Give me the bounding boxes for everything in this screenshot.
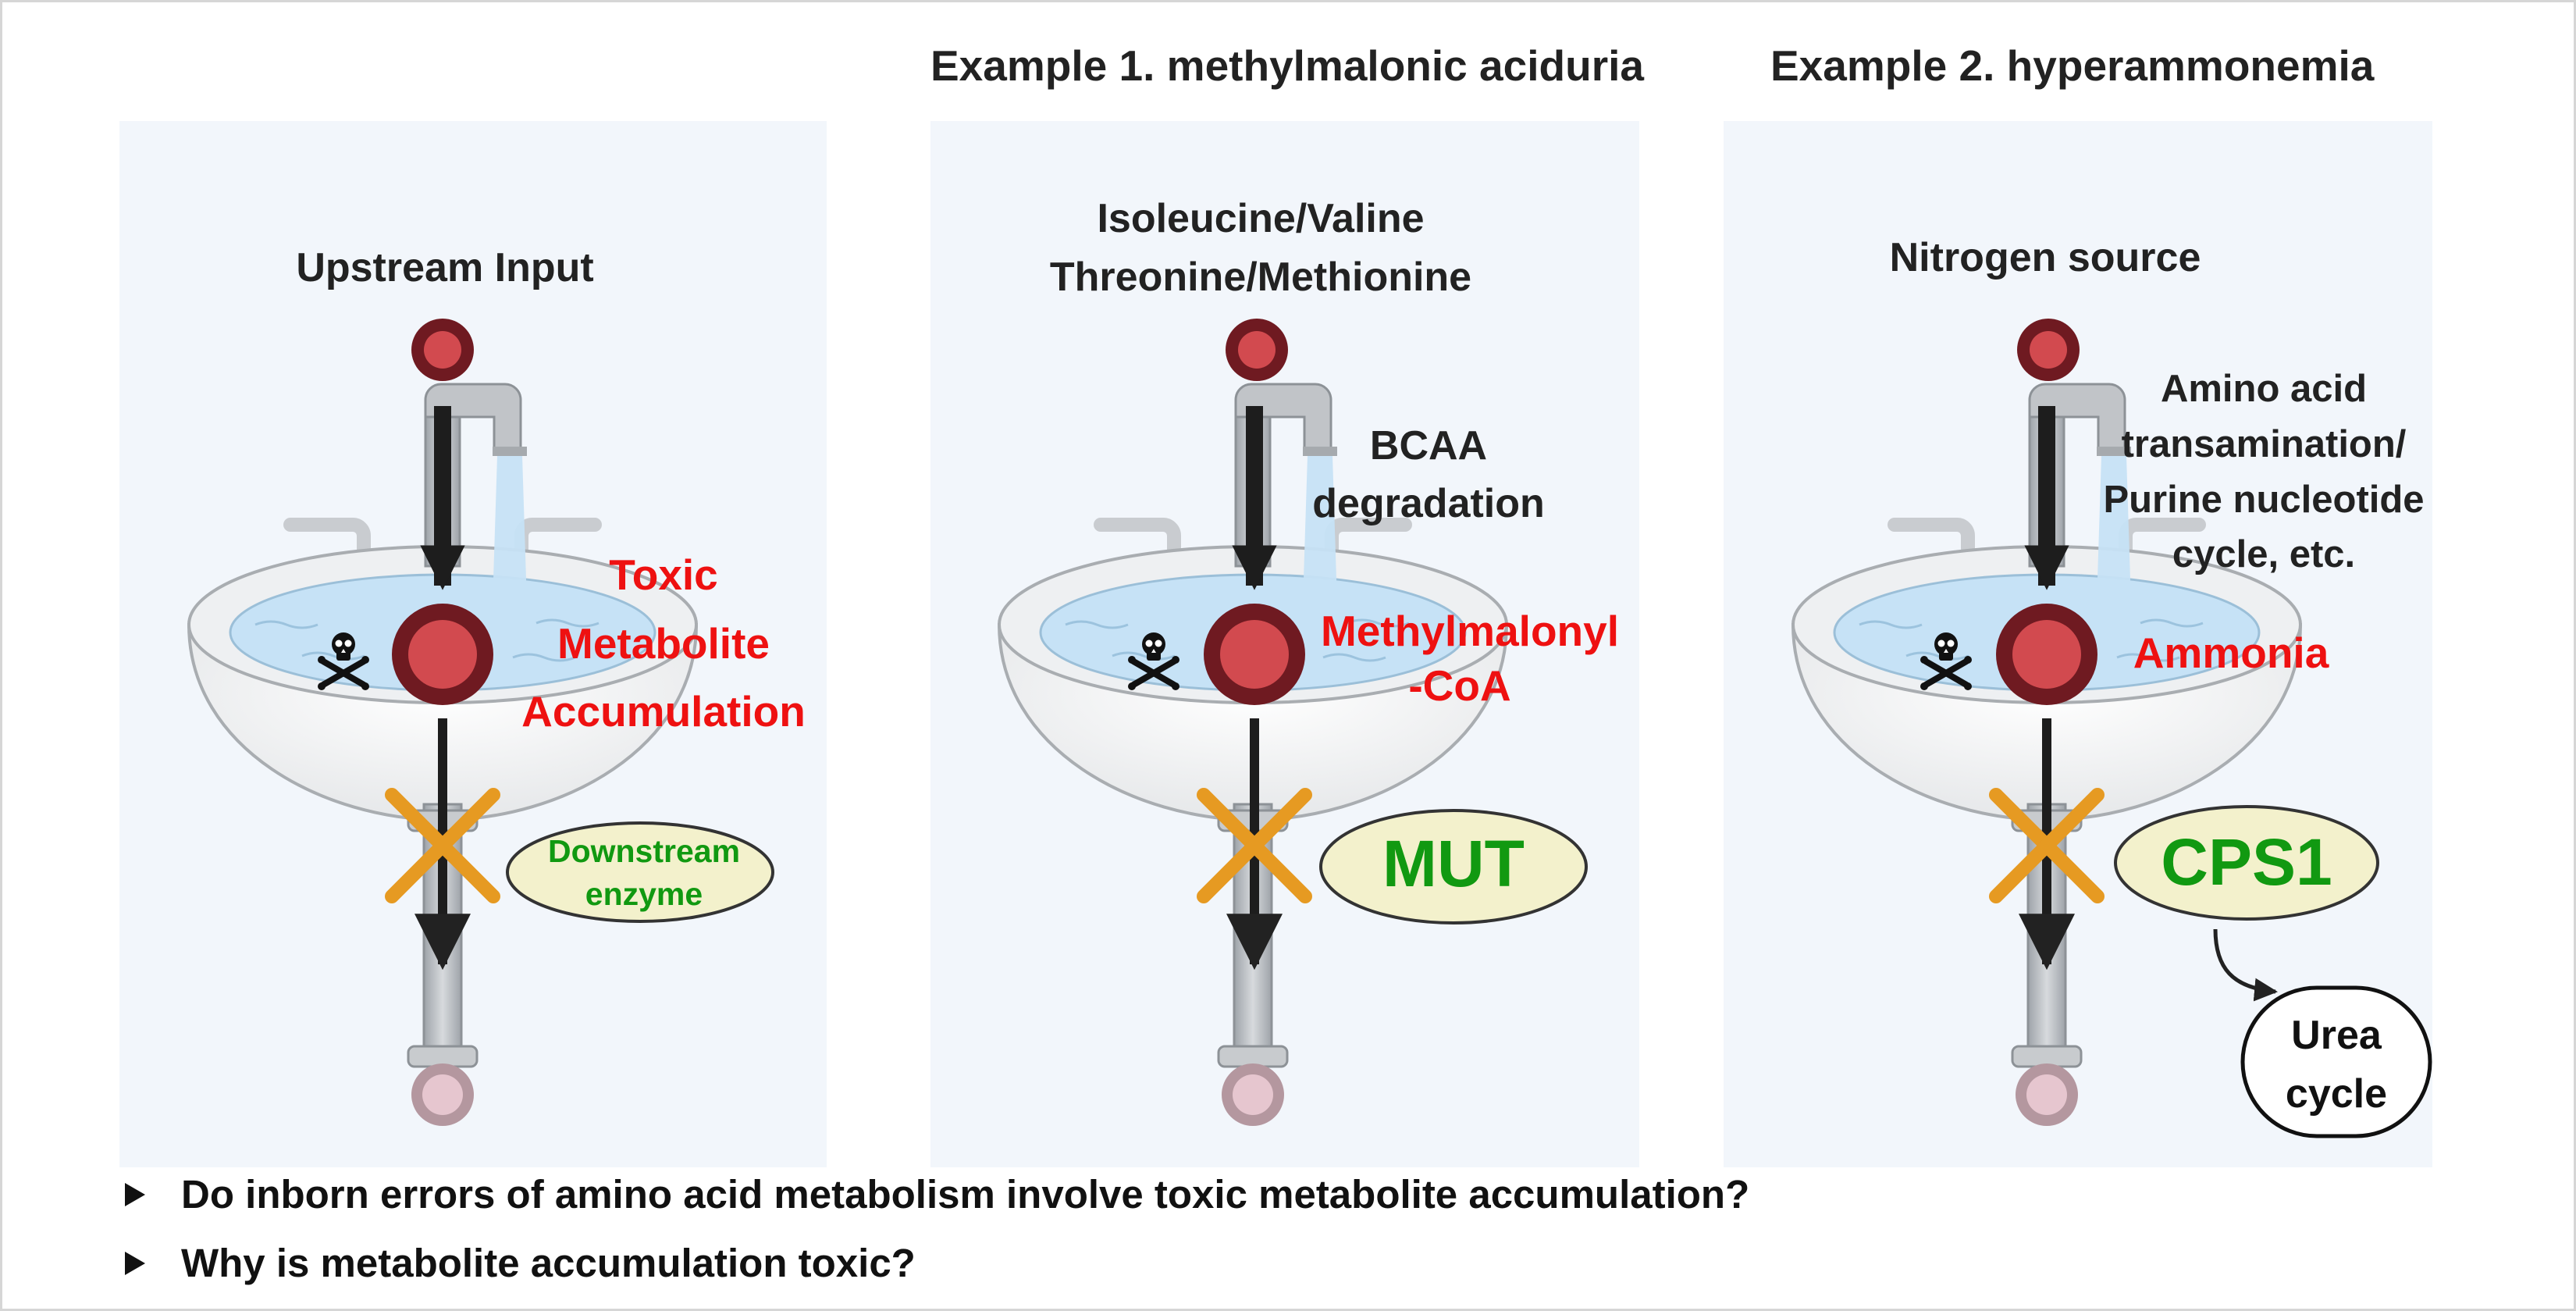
amino-acids-label-line2: Threonine/Methionine [1050, 255, 1471, 300]
metabolite-label: Ammonia [2133, 629, 2329, 677]
toxic-label-line1: Toxic [609, 550, 718, 599]
enzyme-ellipse [1319, 809, 1588, 924]
example1-header: Example 1. methylmalonic aciduria [930, 41, 1644, 90]
question-2: Why is metabolite accumulation toxic? [181, 1241, 916, 1285]
enzyme-label: MUT [1382, 827, 1525, 900]
enzyme-label: CPS1 [2161, 825, 2332, 899]
block-cross-icon [385, 788, 500, 903]
sink-methylmalonic [999, 319, 1588, 1126]
nitrogen-source-label: Nitrogen source [1890, 235, 2201, 280]
bullet-triangle-icon [125, 1252, 145, 1275]
block-cross-icon [1197, 788, 1312, 903]
enzyme-ellipse [2114, 805, 2379, 921]
sink-general [189, 319, 774, 1126]
block-cross-icon [1989, 788, 2105, 903]
question-1: Do inborn errors of amino acid metabolis… [181, 1172, 1750, 1217]
upstream-input-label: Upstream Input [296, 245, 593, 290]
enzyme-label-line2: enzyme [585, 876, 703, 912]
product-label-line1: Urea [2291, 1013, 2382, 1058]
pathway-label-line1: Amino acid [2161, 368, 2367, 410]
pathway-label-line4: cycle, etc. [2172, 533, 2355, 575]
enzyme-ellipse [506, 821, 774, 923]
toxic-label-line3: Accumulation [521, 687, 806, 736]
metabolite-label-line1: Methylmalonyl [1321, 607, 1619, 655]
toxic-label-line2: Metabolite [557, 619, 770, 668]
urea-cycle-box [2240, 985, 2432, 1138]
pathway-label-line3: Purine nucleotide [2103, 479, 2424, 521]
sink-hyperammonemia [1793, 319, 2432, 1138]
urea-cycle-arrow [2213, 928, 2278, 1002]
pathway-label-line2: degradation [1312, 481, 1545, 526]
product-label-line2: cycle [2286, 1071, 2387, 1117]
amino-acids-label-line1: Isoleucine/Valine [1097, 196, 1424, 241]
bullet-triangle-icon [125, 1183, 145, 1206]
example2-header: Example 2. hyperammonemia [1770, 41, 2375, 90]
pathway-label-line2: transamination/ [2122, 423, 2407, 465]
metabolite-label-line2: -CoA [1408, 661, 1510, 710]
enzyme-label-line1: Downstream [548, 833, 740, 869]
pathway-label-line1: BCAA [1370, 423, 1487, 468]
